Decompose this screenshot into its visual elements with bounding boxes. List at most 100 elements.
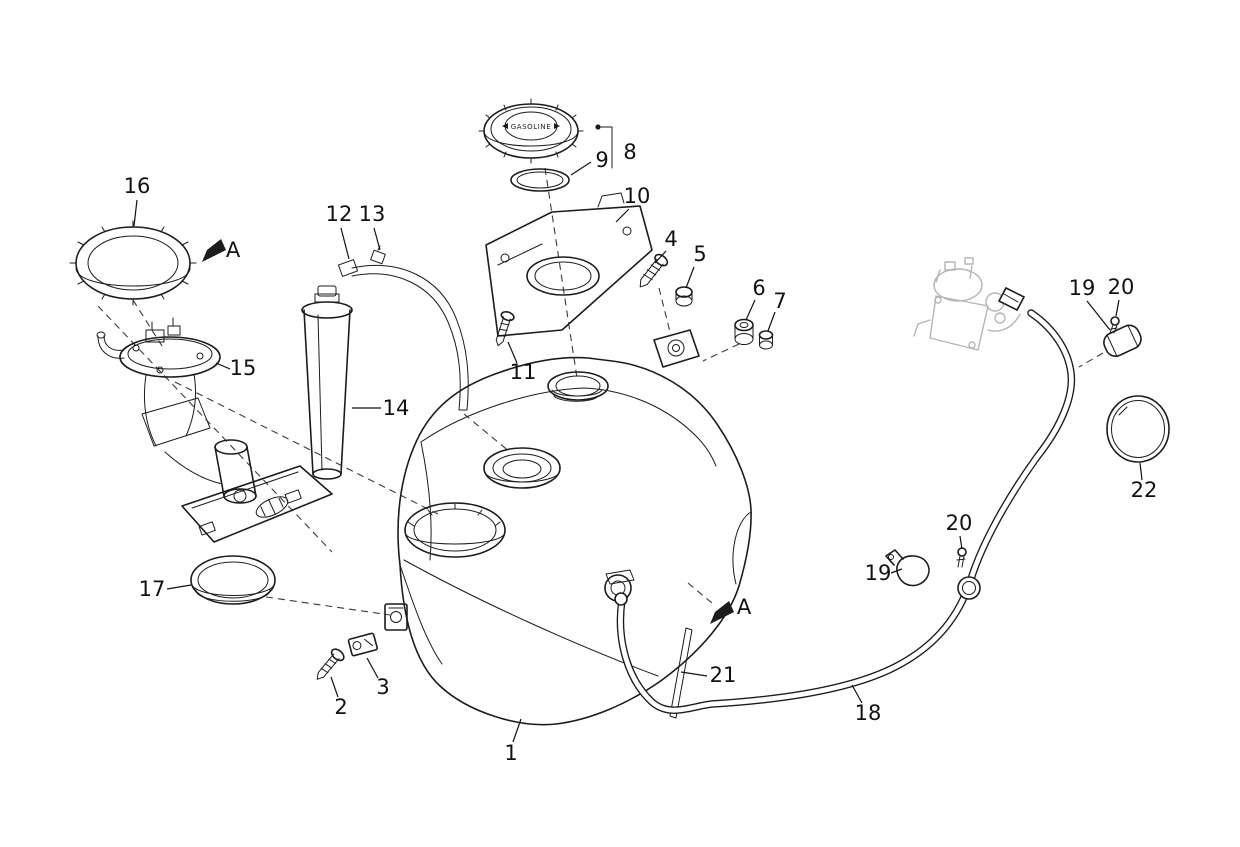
- leader-line-17-14: [166, 584, 192, 590]
- callout-4-7: 4: [664, 227, 677, 251]
- nut-7: [758, 330, 774, 350]
- callout-20-22: 20: [946, 511, 973, 535]
- fuel-tank: [384, 329, 752, 726]
- leader-line-7-10: [767, 311, 776, 332]
- leader-line-6-9: [745, 299, 756, 321]
- hose-connector: [997, 286, 1026, 312]
- callout-5-8: 5: [693, 242, 706, 266]
- pump-strainer: [255, 496, 289, 518]
- fuel-pump-assembly-15: [96, 317, 333, 543]
- callout-12-2: 12: [326, 202, 353, 226]
- callout-A-1: A: [226, 238, 241, 262]
- fuel-cap-8: GASOLINE: [478, 98, 613, 169]
- ring-nut-16: [69, 220, 197, 306]
- callout-11-11: 11: [510, 360, 537, 384]
- callout-3-16: 3: [376, 675, 389, 699]
- leader-line-9-5: [570, 161, 592, 176]
- spacer-5: [675, 286, 693, 307]
- callout-14-13: 14: [383, 396, 410, 420]
- cap-arrow-marks: [502, 123, 560, 129]
- pump-opening-seal: [404, 502, 506, 558]
- leader-line-3-16: [366, 657, 379, 679]
- breather-hose-12: [351, 264, 469, 411]
- leader-line-11-11: [507, 341, 518, 364]
- leader-line-12-2: [340, 227, 350, 260]
- hose-clamp-ring-22: [1106, 395, 1170, 463]
- callout-1-17: 1: [504, 741, 517, 765]
- cap-reference-dot: [595, 124, 601, 130]
- tank-ear: [653, 329, 700, 368]
- cap-gasket-9: [510, 168, 570, 192]
- hose-clamp-13: [370, 245, 386, 265]
- leader-line-20-22: [959, 535, 963, 550]
- bushing-6: [734, 318, 754, 345]
- leader-line-5-8: [685, 266, 695, 289]
- callout-A-19: A: [737, 595, 752, 619]
- protective-strip-21: [669, 627, 693, 719]
- leader-line-15-12: [215, 362, 231, 370]
- callout-18-20: 18: [855, 701, 882, 725]
- leader-line-22-25: [1139, 462, 1143, 481]
- callout-20-24: 20: [1108, 275, 1135, 299]
- callout-17-14: 17: [139, 577, 166, 601]
- clamp-screw-20-top: [1109, 316, 1120, 334]
- section-arrow-a-right: [710, 601, 734, 624]
- tank-bracket: [384, 603, 408, 631]
- gauge-opening: [483, 447, 561, 489]
- clamp-3: [347, 632, 378, 657]
- callout-10-6: 10: [624, 184, 651, 208]
- clamp-screw-20: [956, 547, 967, 568]
- cap-brand-text: GASOLINE: [511, 123, 552, 131]
- leader-line-4-7: [654, 250, 667, 264]
- callout-19-21: 19: [865, 561, 892, 585]
- callout-2-15: 2: [334, 695, 347, 719]
- leader-line-13-3: [373, 227, 381, 251]
- leader-line-19-21: [890, 568, 903, 574]
- hose-elbow: [337, 259, 359, 277]
- pump-base-plate: [181, 465, 333, 543]
- cap-bracket-line: [600, 126, 613, 169]
- filler-neck: [547, 371, 609, 402]
- pump-motor: [214, 439, 257, 504]
- leader-line-18-20: [851, 684, 863, 704]
- fuel-hose-18: [614, 286, 1076, 714]
- screw-4: [639, 253, 669, 288]
- hose-fitting: [957, 576, 981, 600]
- leader-line-10-6: [615, 208, 630, 223]
- level-sender-tube-14: [301, 245, 469, 480]
- screw-11: [495, 310, 515, 347]
- leader-line-21-18: [680, 671, 708, 677]
- section-arrow-a-left: [202, 239, 226, 262]
- callout-19-23: 19: [1069, 276, 1096, 300]
- callout-6-9: 6: [752, 276, 765, 300]
- tank-outline: [397, 356, 752, 726]
- cap-knurl: [478, 98, 584, 164]
- callout-8-4: 8: [623, 140, 636, 164]
- callout-16-0: 16: [124, 174, 151, 198]
- screw-2: [316, 648, 345, 680]
- leader-line-16-0: [133, 199, 138, 227]
- dashed-guides: [97, 167, 1104, 616]
- callout-7-10: 7: [773, 289, 786, 313]
- callout-21-18: 21: [710, 663, 737, 687]
- pump-outlet-pipe: [97, 335, 125, 359]
- ring-nut-knurl: [69, 220, 197, 306]
- cap-cover-plate-10: [485, 192, 653, 337]
- tank-contours: [399, 387, 752, 677]
- pump-wiring: [164, 451, 223, 485]
- callout-15-12: 15: [230, 356, 257, 380]
- hose-clamp-19: [885, 549, 930, 587]
- outlet-fitting: [614, 592, 628, 606]
- ghost-throttle-body: [913, 257, 1021, 351]
- leader-line-1-17: [512, 718, 522, 743]
- callout-9-5: 9: [595, 148, 608, 172]
- leader-line-19-23: [1086, 300, 1111, 331]
- leader-line-20-24: [1115, 299, 1120, 317]
- callout-22-25: 22: [1131, 478, 1158, 502]
- callout-13-3: 13: [359, 202, 386, 226]
- pump-connector: [145, 329, 165, 343]
- hose-clamp-sleeve-19: [1103, 324, 1142, 358]
